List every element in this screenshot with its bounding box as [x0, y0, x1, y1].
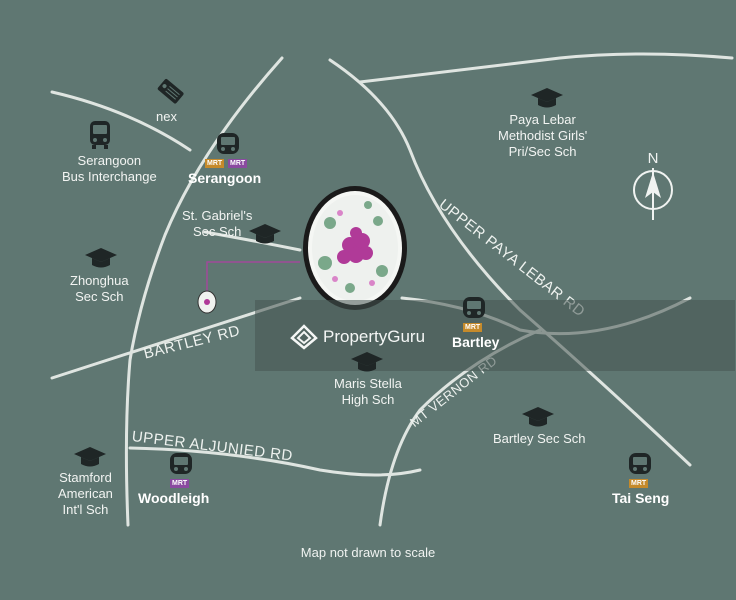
label-paya-lebar-methodist: Paya Lebar Methodist Girls' Pri/Sec Sch — [498, 112, 588, 159]
label-st-gabriels: St. Gabriel's Sec Sch — [182, 208, 253, 239]
school-icon — [85, 248, 117, 268]
mrt-badge: MRT — [205, 159, 225, 168]
train-icon — [217, 133, 239, 154]
shopping-tag-icon — [157, 78, 184, 104]
propertyguru-watermark: PropertyGuru — [290, 324, 425, 350]
watermark-band — [255, 300, 735, 371]
station-tai-seng: Tai Seng — [612, 490, 670, 506]
property-marker-icon — [303, 186, 407, 310]
mrt-badge: MRT — [463, 323, 483, 332]
label-maris-stella: Maris Stella High Sch — [334, 376, 402, 407]
school-icon — [74, 447, 106, 467]
train-icon — [463, 297, 485, 318]
label-bartley-sec: Bartley Sec Sch — [493, 431, 586, 446]
bus-icon — [90, 121, 110, 149]
station-bartley: Bartley — [452, 334, 500, 350]
compass-north-label: N — [648, 150, 659, 167]
label-nex: nex — [156, 109, 177, 124]
school-icon — [249, 224, 281, 244]
school-icon — [531, 88, 563, 108]
mrt-badge: MRT — [228, 159, 248, 168]
mrt-badge: MRT — [629, 479, 649, 488]
label-stamford: Stamford American Int'l Sch — [58, 470, 113, 517]
label-zhonghua: Zhonghua Sec Sch — [70, 273, 129, 304]
station-woodleigh: Woodleigh — [138, 490, 210, 506]
train-icon — [629, 453, 651, 474]
north-compass-icon: N — [633, 150, 673, 220]
mrt-badge: MRT — [170, 479, 190, 488]
school-icon — [522, 407, 554, 427]
train-icon — [170, 453, 192, 474]
school-icon — [351, 352, 383, 372]
label-serangoon-bus-interchange: Serangoon Bus Interchange — [62, 153, 157, 184]
watermark-text: PropertyGuru — [323, 327, 426, 346]
mini-property-marker-icon — [197, 290, 217, 314]
scale-note: Map not drawn to scale — [300, 545, 436, 560]
propertyguru-logo-icon — [290, 324, 318, 350]
station-serangoon: Serangoon — [188, 170, 262, 186]
